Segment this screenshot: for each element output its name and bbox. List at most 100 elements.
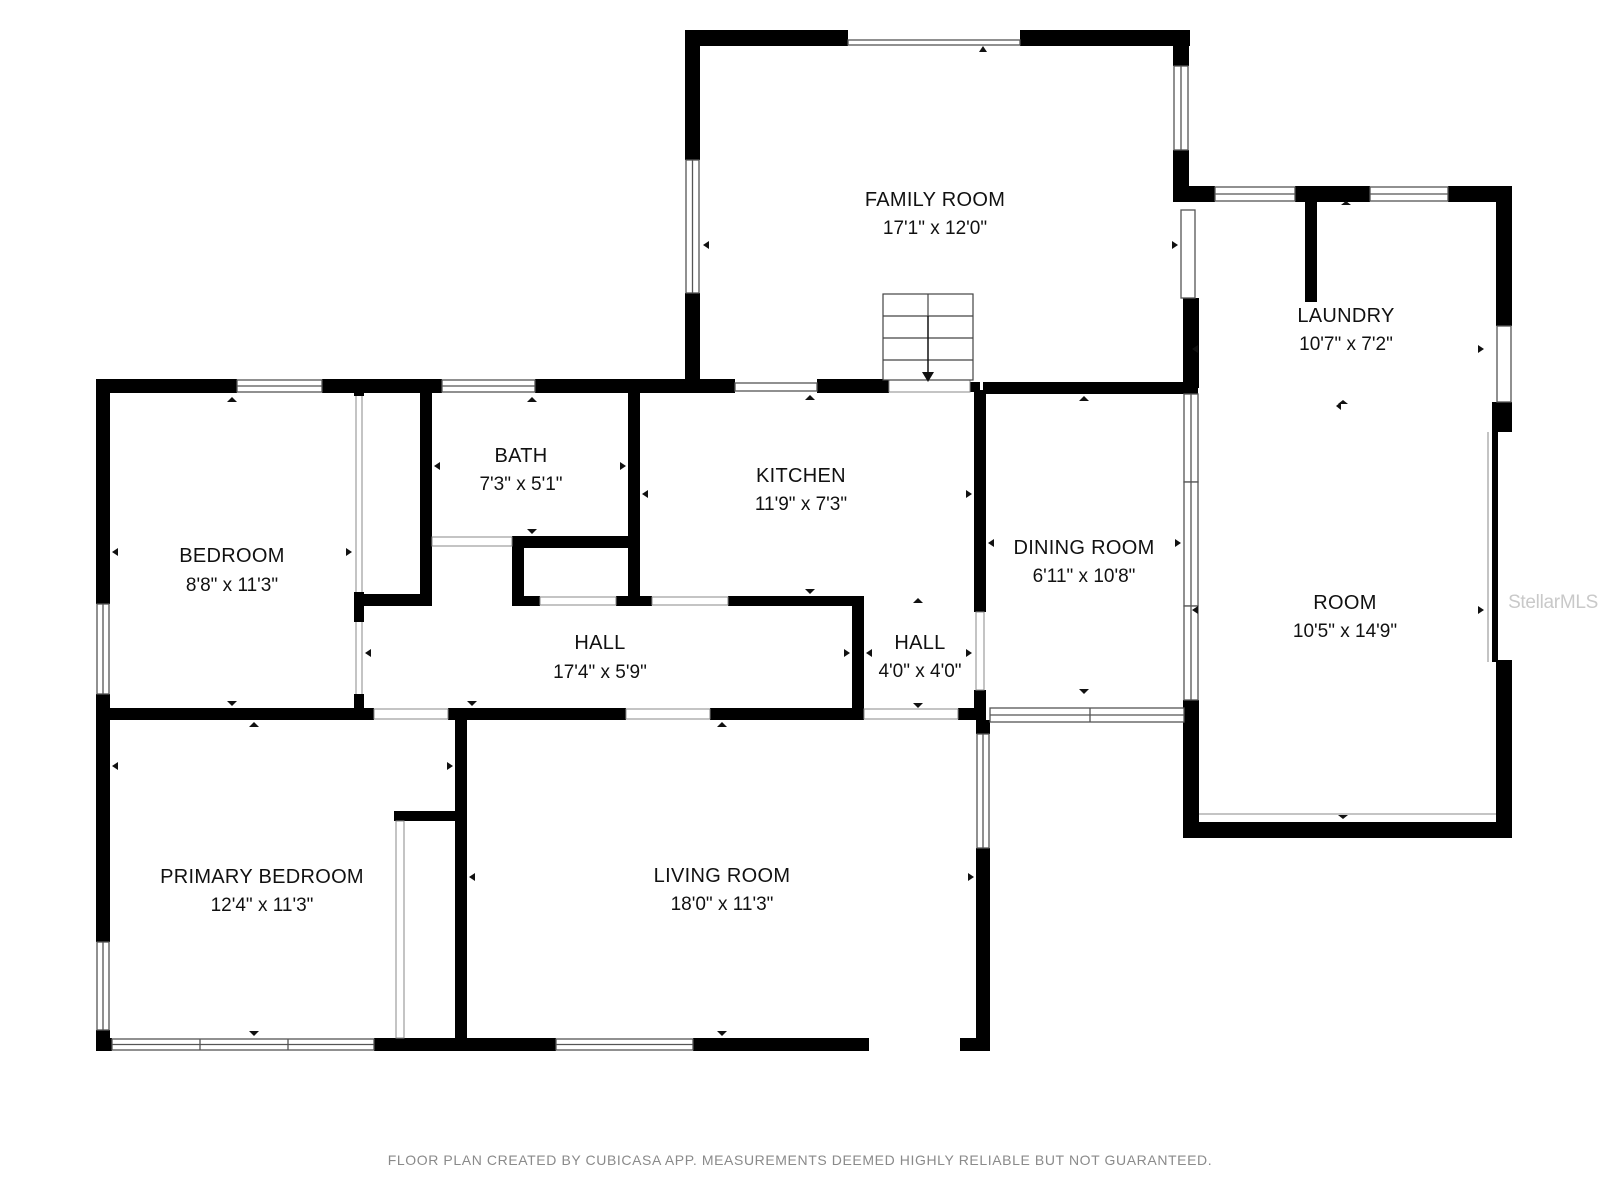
wall <box>970 382 980 392</box>
room-dimensions: 10'7" x 7'2" <box>1299 334 1393 355</box>
marker-icon <box>1175 539 1181 547</box>
wall <box>710 708 864 720</box>
marker-icon <box>805 589 815 594</box>
wall <box>1020 30 1190 46</box>
room-dimensions: 8'8" x 11'3" <box>186 575 278 596</box>
room-dimensions: 18'0" x 11'3" <box>671 894 774 915</box>
wall <box>983 382 1198 394</box>
window <box>1180 209 1196 299</box>
room-name: LAUNDRY <box>1297 305 1394 327</box>
wall <box>420 392 432 606</box>
wall <box>96 1038 112 1051</box>
wall <box>96 708 374 720</box>
room-dimensions: 4'0" x 4'0" <box>878 661 961 682</box>
room-dimensions: 6'11" x 10'8" <box>1033 566 1136 587</box>
opening <box>539 596 617 606</box>
marker-icon <box>979 46 987 52</box>
room-labels: FAMILY ROOM 17'1" x 12'0" LAUNDRY 10'7" … <box>160 189 1397 916</box>
marker-icon <box>966 490 972 498</box>
marker-icon <box>1336 402 1341 410</box>
wall <box>817 379 889 393</box>
room-name: LIVING ROOM <box>654 865 791 887</box>
room-name: BEDROOM <box>179 545 284 567</box>
marker-icon <box>913 703 923 708</box>
marker-icon <box>227 397 237 402</box>
room-dimensions: 12'4" x 11'3" <box>211 895 314 916</box>
room-dimensions: 11'9" x 7'3" <box>755 494 847 515</box>
wall <box>455 708 467 1042</box>
room-dimensions: 7'3" x 5'1" <box>479 474 562 495</box>
marker-icon <box>620 462 626 470</box>
opening <box>975 611 985 691</box>
marker-icon <box>469 873 475 881</box>
wall <box>394 811 464 821</box>
wall <box>1305 186 1317 302</box>
room-dining-room: DINING ROOM 6'11" x 10'8" <box>1013 537 1154 587</box>
marker-icon <box>642 490 648 498</box>
window <box>847 39 1021 46</box>
room-dimensions: 17'4" x 5'9" <box>553 662 647 683</box>
marker-icon <box>365 649 371 657</box>
marker-icon <box>866 649 872 657</box>
opening <box>431 536 513 547</box>
wall <box>974 390 986 612</box>
marker-icon <box>447 762 453 770</box>
wall <box>354 392 364 396</box>
marker-icon <box>1341 201 1351 205</box>
room-kitchen: KITCHEN 11'9" x 7'3" <box>755 465 847 515</box>
marker-icon <box>1079 396 1089 401</box>
room-bath: BATH 7'3" x 5'1" <box>479 445 562 495</box>
wall <box>685 30 700 160</box>
room-family-room: FAMILY ROOM 17'1" x 12'0" <box>865 189 1005 239</box>
marker-icon <box>112 548 118 556</box>
marker-icon <box>1172 241 1178 249</box>
room-name: ROOM <box>1313 592 1376 614</box>
marker-icon <box>844 649 850 657</box>
wall <box>1496 186 1512 326</box>
marker-icon <box>1478 606 1484 614</box>
wall <box>958 708 986 720</box>
marker-icon <box>1192 345 1198 353</box>
marker-icon <box>717 722 727 727</box>
room-room: ROOM 10'5" x 14'9" <box>1293 592 1397 642</box>
marker-icon <box>988 539 994 547</box>
marker-icon <box>968 873 974 881</box>
window <box>1496 325 1512 403</box>
room-bedroom: BEDROOM 8'8" x 11'3" <box>179 545 284 596</box>
marker-icon <box>467 701 477 706</box>
wall <box>1183 822 1512 838</box>
wall <box>685 30 848 46</box>
wall <box>354 694 364 712</box>
wall <box>1183 700 1199 838</box>
marker-icon <box>805 395 815 400</box>
wall <box>96 379 110 604</box>
walls <box>96 30 1512 1051</box>
wall <box>354 594 432 606</box>
opening <box>373 708 449 720</box>
room-primary-bedroom: PRIMARY BEDROOM 12'4" x 11'3" <box>160 866 363 916</box>
marker-icon <box>717 1031 727 1036</box>
marker-icon <box>703 241 709 249</box>
room-name: KITCHEN <box>756 465 846 487</box>
marker-icon <box>1192 606 1198 614</box>
wall <box>728 596 862 606</box>
opening <box>651 596 729 606</box>
windows <box>96 39 1512 1051</box>
opening <box>863 708 959 720</box>
watermark-logo: StellarMLS <box>1508 592 1598 613</box>
room-hall-main: HALL 17'4" x 5'9" <box>553 632 647 683</box>
stair-arrow-head-icon <box>922 372 934 382</box>
wall <box>535 379 735 393</box>
wall <box>960 1038 990 1051</box>
wall <box>1173 186 1215 202</box>
wall <box>1173 30 1189 66</box>
wall <box>1183 298 1199 388</box>
opening <box>395 820 405 1039</box>
wall <box>322 379 442 393</box>
room-name: DINING ROOM <box>1013 537 1154 559</box>
wall <box>96 694 110 942</box>
marker-icon <box>1478 345 1484 353</box>
room-name: FAMILY ROOM <box>865 189 1005 211</box>
room-hall-small: HALL 4'0" x 4'0" <box>878 632 961 682</box>
wall <box>1496 660 1512 838</box>
